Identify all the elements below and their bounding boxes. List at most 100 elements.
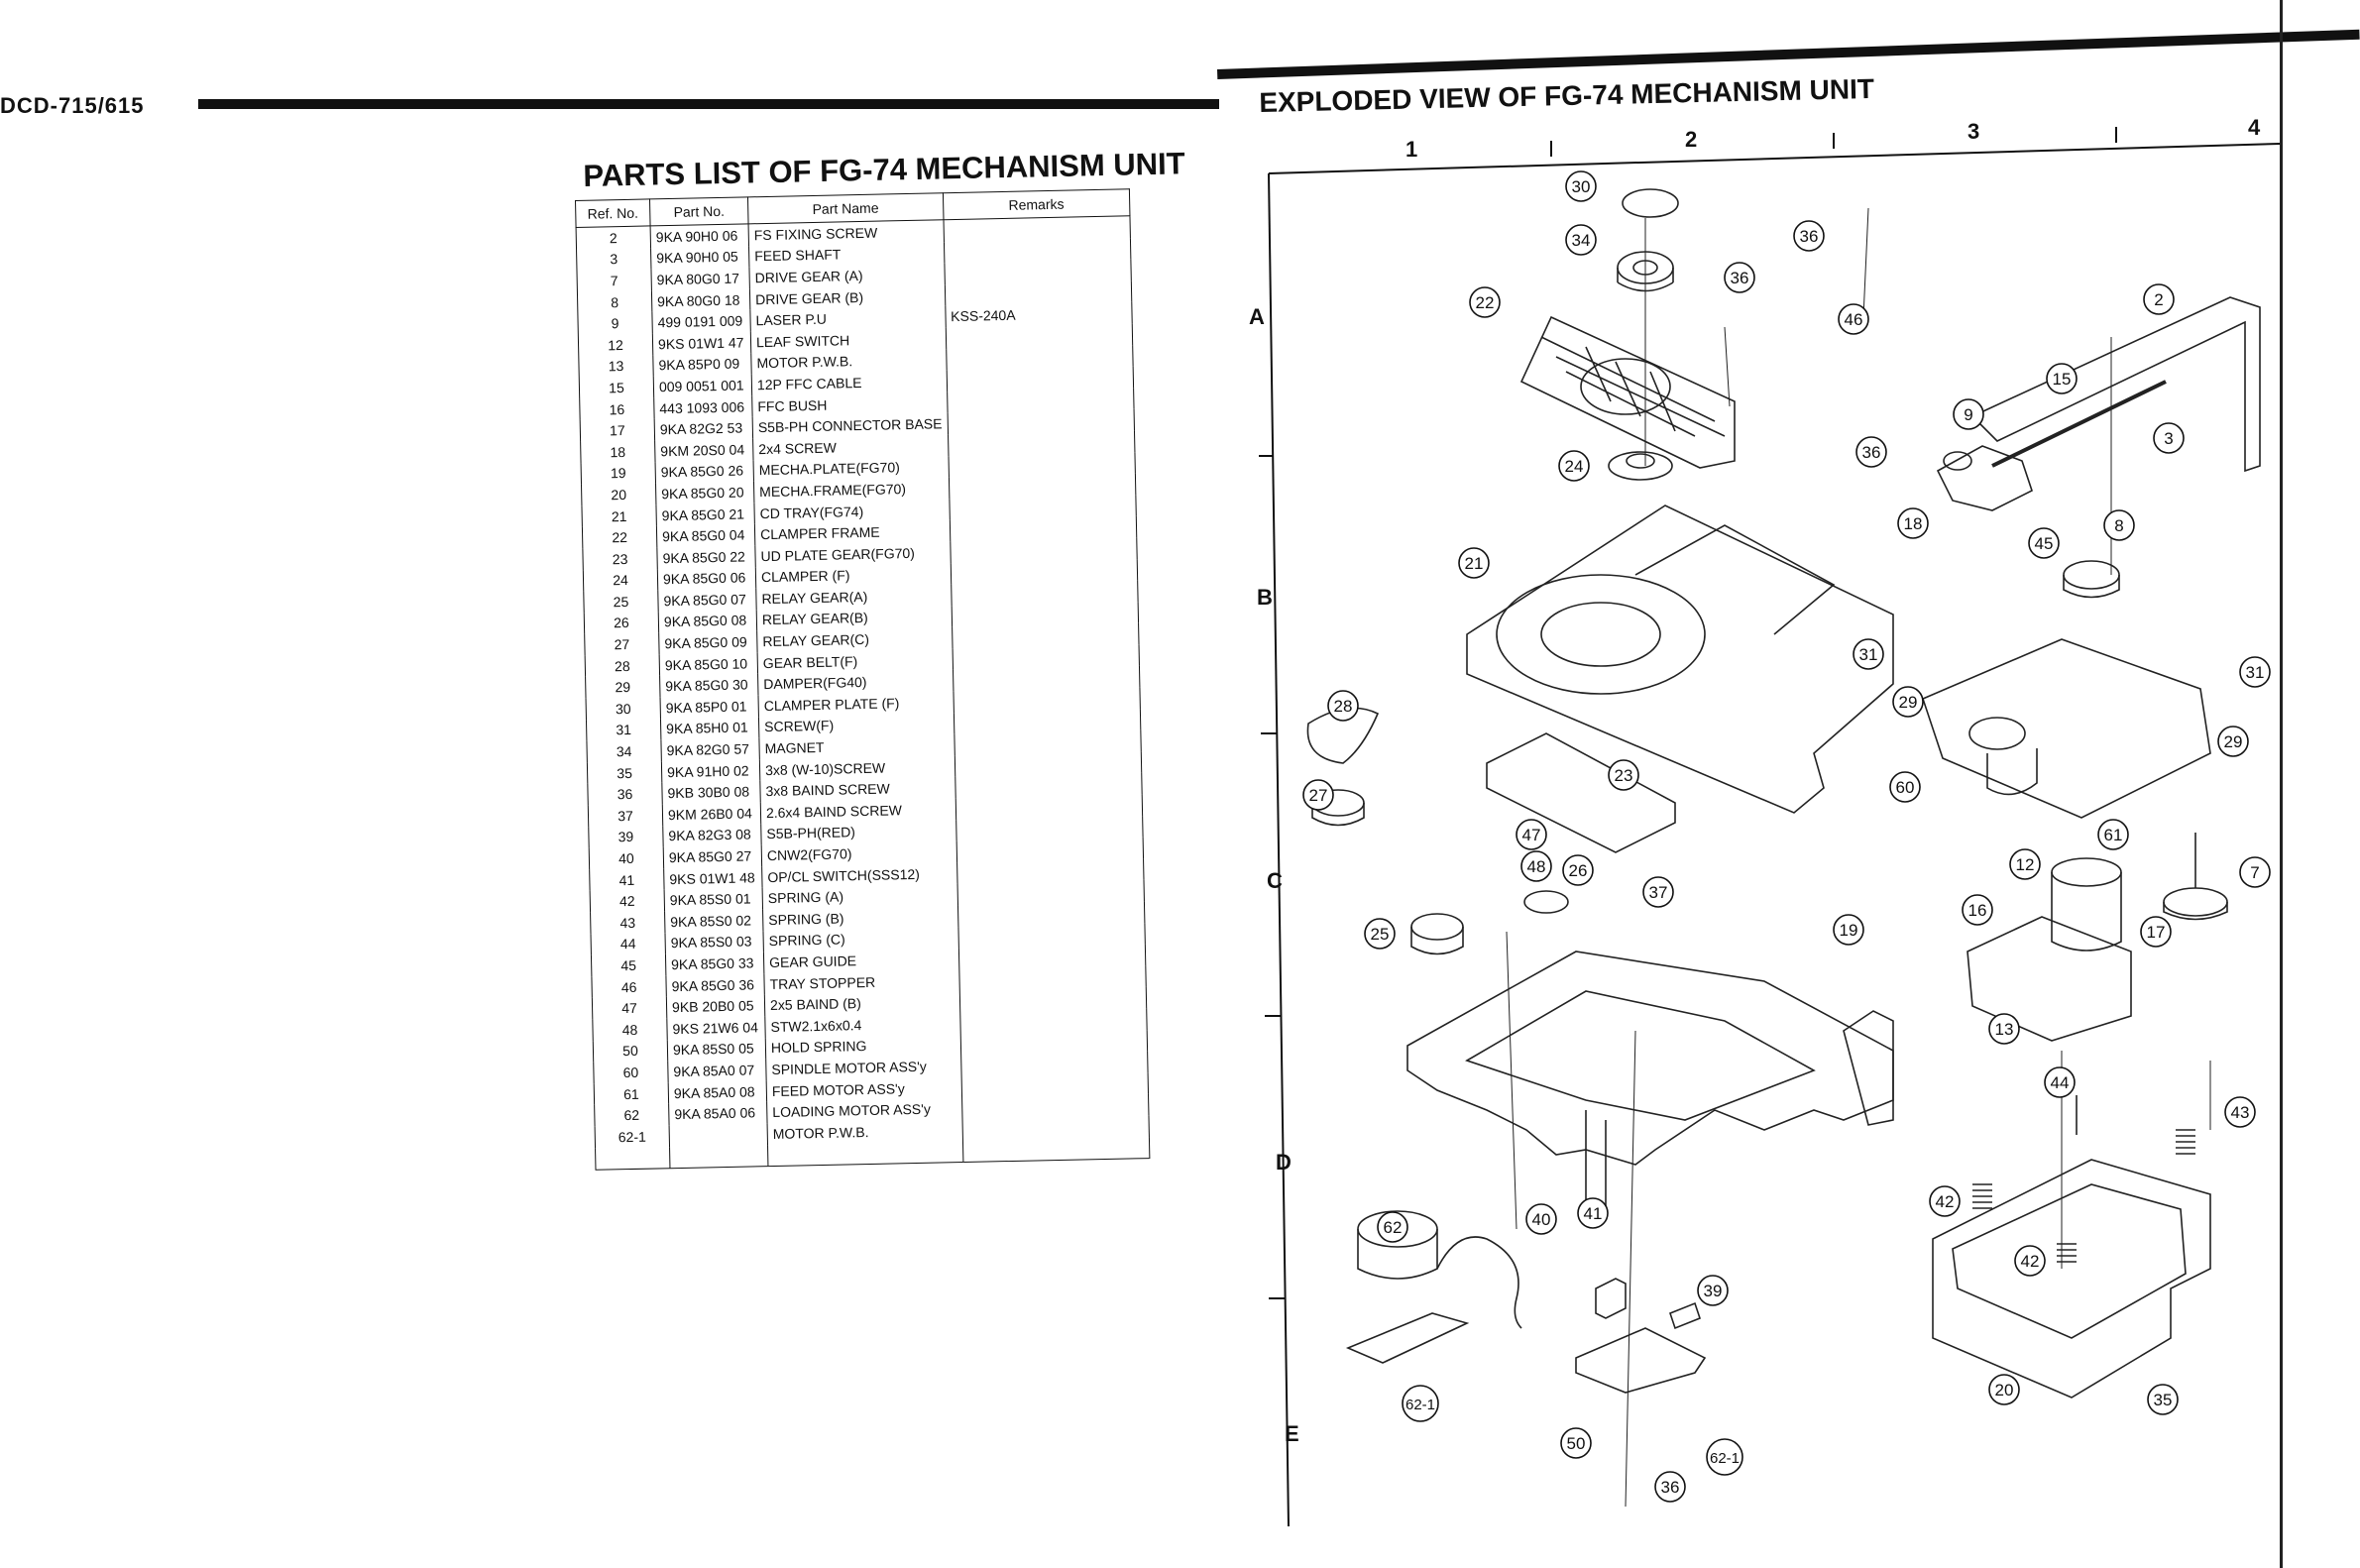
part-no-cell: 9KA 85G0 27 xyxy=(663,844,762,869)
callout-36: 36 xyxy=(1855,436,1887,468)
ref-cell: 46 xyxy=(591,975,667,999)
relay-gear-a-side xyxy=(1410,927,1464,955)
callout-label: 40 xyxy=(1532,1210,1551,1229)
ref-cell: 16 xyxy=(579,397,655,421)
ref-cell: 62 xyxy=(594,1103,670,1127)
callout-39: 39 xyxy=(1697,1275,1729,1306)
callout-circle xyxy=(1953,398,1984,430)
cd-tray xyxy=(1466,504,1894,814)
callout-circle xyxy=(2147,1384,2179,1415)
ref-cell: 60 xyxy=(593,1061,669,1084)
part-no-cell: 9KA 85S0 01 xyxy=(664,887,763,912)
header-rule-right xyxy=(1217,29,2360,79)
part-no-cell: 9KA 90H0 05 xyxy=(650,245,749,270)
callout-circle xyxy=(1892,686,1924,718)
part-no-cell: 9KA 82G3 08 xyxy=(662,823,762,847)
part-no-cell: 9KA 85G0 06 xyxy=(657,566,756,591)
callout-circle xyxy=(1608,759,1639,791)
ref-cell: 40 xyxy=(589,846,664,870)
grid-column-2: 2 xyxy=(1685,127,1698,152)
ref-cell: 3 xyxy=(576,248,651,272)
ref-cell: 39 xyxy=(588,825,664,849)
callout-label: 36 xyxy=(1800,227,1819,246)
callout-27: 27 xyxy=(1302,779,1334,811)
grid-row-ticks xyxy=(1259,455,1285,1299)
callout-circle xyxy=(2014,1245,2046,1277)
callout-50: 50 xyxy=(1560,1427,1592,1459)
cnw2-wire xyxy=(1436,1236,1522,1329)
callout-42: 42 xyxy=(1929,1185,1961,1217)
callout-35: 35 xyxy=(2147,1384,2179,1415)
callout-label: 17 xyxy=(2147,923,2166,942)
callout-37: 37 xyxy=(1642,876,1674,908)
callout-circle xyxy=(1558,450,1590,482)
callout-circle xyxy=(1929,1185,1961,1217)
callout-25: 25 xyxy=(1364,918,1396,950)
part-no-cell: 9KA 82G0 57 xyxy=(660,737,760,762)
motor-pwb xyxy=(1967,916,2132,1042)
spindle-motor-top xyxy=(1968,717,2026,750)
callout-circle xyxy=(1565,170,1597,202)
ref-cell: 44 xyxy=(591,932,666,956)
op-cl-switch xyxy=(1595,1278,1627,1319)
callout-label: 48 xyxy=(1527,857,1546,876)
mecha-plate-arm xyxy=(1843,1010,1894,1126)
part-no-cell: 9KA 85G0 22 xyxy=(656,545,756,569)
traverse-chassis xyxy=(1922,638,2211,819)
grid-column-4: 4 xyxy=(2248,115,2261,140)
ref-cell: 22 xyxy=(582,525,657,549)
part-no-cell: 9KA 85G0 07 xyxy=(657,588,757,613)
part-no-cell: 9KA 85G0 26 xyxy=(655,459,754,484)
ref-cell: 7 xyxy=(576,269,652,292)
callout-15: 15 xyxy=(2046,363,2078,394)
callout-label: 36 xyxy=(1731,269,1749,287)
callout-circle xyxy=(1469,286,1501,318)
ffc-cable xyxy=(1970,296,2261,473)
callout-label: 44 xyxy=(2051,1073,2070,1092)
ref-cell: 29 xyxy=(585,675,661,699)
callout-label: 28 xyxy=(1334,697,1353,716)
ref-cell: 9 xyxy=(577,311,653,335)
callout-23: 23 xyxy=(1608,759,1639,791)
part-no-cell: 9KA 90H0 06 xyxy=(650,223,749,249)
mecha-frame-inner xyxy=(1952,1183,2187,1339)
callout-label: 62-1 xyxy=(1405,1397,1435,1413)
part-no-cell: 9KM 20S0 04 xyxy=(654,438,754,462)
callout-40: 40 xyxy=(1525,1203,1557,1235)
callout-circle xyxy=(2217,726,2249,757)
part-no-cell: 9KA 85P0 01 xyxy=(660,695,759,719)
ref-cell: 19 xyxy=(581,461,656,486)
column-header-remarks: Remarks xyxy=(943,188,1130,220)
callout-circle xyxy=(1642,876,1674,908)
part-no-cell: 9KA 85G0 21 xyxy=(655,502,755,526)
ref-cell: 25 xyxy=(583,590,659,614)
callout-22: 22 xyxy=(1469,286,1501,318)
callout-21: 21 xyxy=(1458,547,1490,579)
part-no-cell: 9KA 85G0 33 xyxy=(665,952,764,976)
feed-motor-top xyxy=(2051,857,2122,887)
leader-lines xyxy=(1506,207,2211,1508)
clamper-plate xyxy=(1622,188,1679,218)
part-no-cell: 9KB 30B0 08 xyxy=(661,780,761,805)
callout-label: 37 xyxy=(1649,883,1668,902)
callout-30: 30 xyxy=(1565,170,1597,202)
ref-cell: 8 xyxy=(577,290,652,314)
part-no-cell: 9KA 85P0 09 xyxy=(652,352,752,377)
cd-tray-inner xyxy=(1540,602,1661,667)
callout-label: 30 xyxy=(1572,177,1591,196)
part-no-cell: 9KA 91H0 02 xyxy=(661,759,760,783)
callout-26: 26 xyxy=(1562,854,1594,886)
callout-3: 3 xyxy=(2153,422,2185,454)
callout-label: 15 xyxy=(2053,370,2072,389)
callout-label: 41 xyxy=(1584,1204,1603,1223)
callout-label: 50 xyxy=(1567,1434,1586,1453)
callout-circle xyxy=(1988,1374,2020,1405)
callout-17: 17 xyxy=(2140,916,2172,948)
clamper-frame-hole xyxy=(1580,358,1671,415)
ref-cell: 36 xyxy=(587,782,663,806)
callout-circle xyxy=(1516,819,1547,850)
cd-tray-slot xyxy=(1634,524,1836,635)
callout-circle xyxy=(1962,894,1993,926)
ref-cell: 34 xyxy=(586,739,662,763)
callout-circle xyxy=(2239,856,2271,888)
